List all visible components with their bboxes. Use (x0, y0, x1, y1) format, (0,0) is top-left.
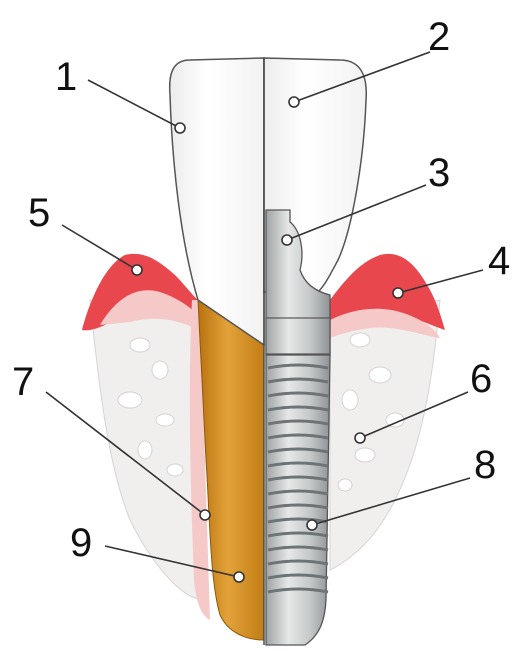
callout-label-5: 5 (28, 191, 50, 235)
callout-label-7: 7 (12, 360, 34, 404)
callout-1: 1 (55, 55, 185, 133)
bone-right (330, 300, 440, 570)
implant-screw (266, 355, 330, 645)
callout-label-9: 9 (70, 521, 92, 565)
abutment-collar (266, 318, 330, 354)
callout-label-8: 8 (474, 443, 496, 487)
callout-label-4: 4 (488, 239, 510, 283)
callout-label-3: 3 (428, 151, 450, 195)
callout-label-1: 1 (55, 55, 77, 99)
callout-5: 5 (28, 191, 142, 275)
callout-label-2: 2 (428, 15, 450, 59)
callout-label-6: 6 (470, 357, 492, 401)
